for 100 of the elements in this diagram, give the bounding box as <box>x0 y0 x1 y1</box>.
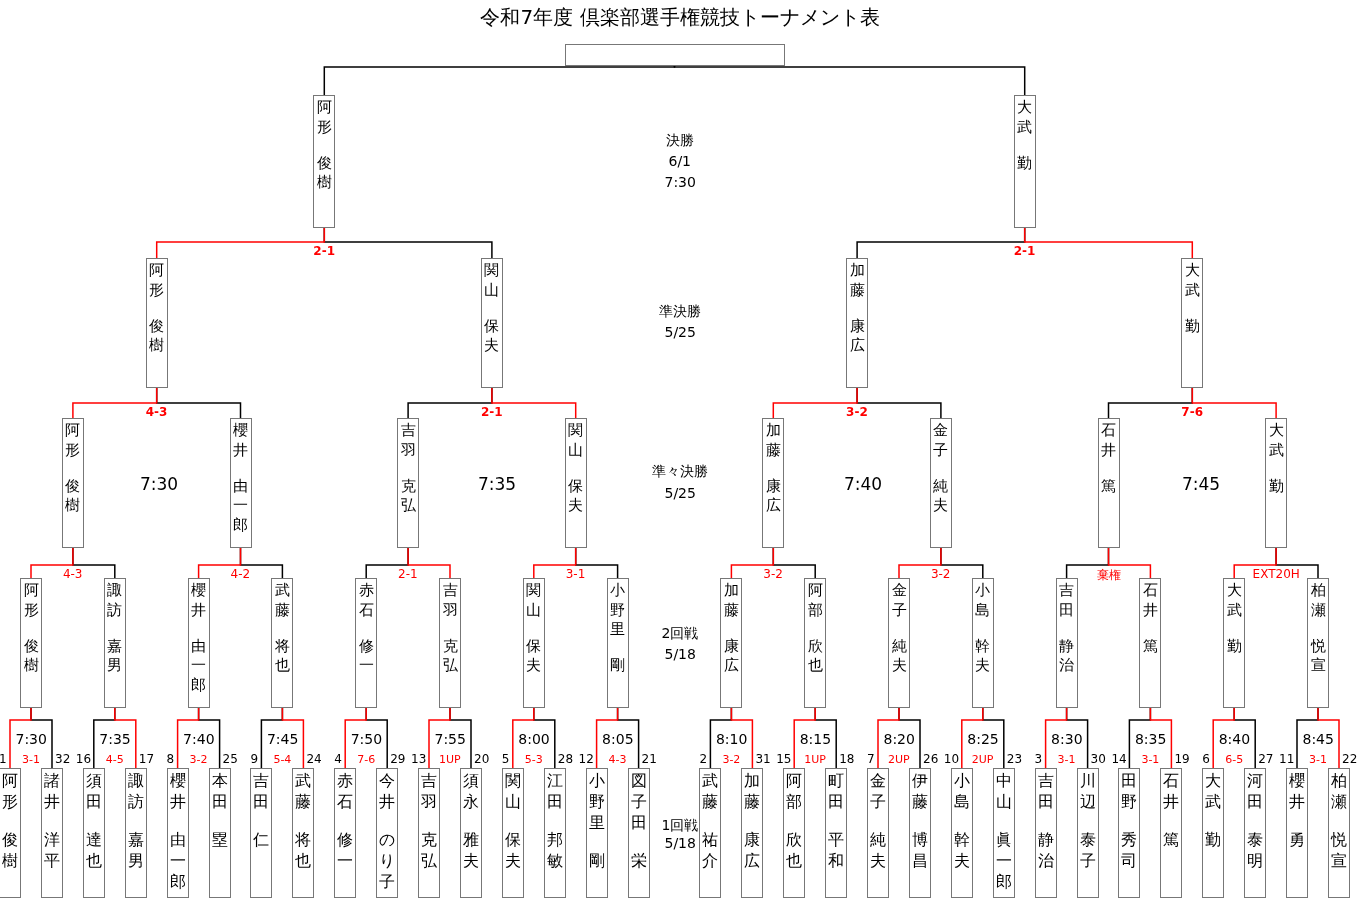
player-name-box <box>250 768 273 898</box>
bracket-line <box>1044 707 1068 769</box>
player-name-box <box>1034 768 1057 898</box>
player-name: 悦宣 <box>1310 636 1326 676</box>
player-name: 栄 <box>630 851 647 872</box>
player-name: 平和 <box>827 830 845 872</box>
score-label: 2UP <box>887 753 911 766</box>
player-name-box <box>376 768 399 898</box>
bracket-line <box>1023 227 1194 259</box>
player-name-box <box>480 258 503 388</box>
match-time: 7:35 <box>99 731 131 747</box>
player-name: 吉羽 <box>400 421 416 460</box>
player-name-box <box>585 768 608 898</box>
player-name: 大武 <box>1016 98 1033 137</box>
player-name: 仁 <box>253 830 270 851</box>
player-name-box <box>867 768 889 898</box>
player-name-box <box>1139 578 1162 708</box>
player-name: 克弘 <box>442 636 458 676</box>
player-name: のり子 <box>378 830 396 893</box>
score-label: 4-2 <box>229 567 252 581</box>
player-name-box <box>439 578 461 708</box>
match-date: 5/18 <box>664 835 696 851</box>
match-time: 8:10 <box>715 731 748 747</box>
score-label: 3-2 <box>762 567 784 581</box>
player-name-box <box>1076 768 1099 898</box>
player-name-box <box>145 258 168 388</box>
bracket-line <box>595 707 619 769</box>
score-label: EXT20H <box>1251 567 1301 581</box>
seed-number: 2 <box>699 752 708 766</box>
match-time: 8:25 <box>967 731 999 747</box>
player-name-box <box>355 578 378 708</box>
player-name: 純夫 <box>933 476 949 516</box>
player-name: 加藤 <box>849 261 865 300</box>
player-name: 保夫 <box>504 830 522 872</box>
player-name-box <box>166 768 189 898</box>
player-name: 小島 <box>953 771 971 813</box>
player-name: 欣也 <box>807 636 824 676</box>
match-time: 8:40 <box>1218 731 1251 747</box>
seed-number: 3 <box>1034 752 1043 766</box>
player-name: 赤石 <box>358 581 375 620</box>
bracket-line <box>9 707 32 769</box>
player-name-box <box>606 578 629 708</box>
player-name: 篤 <box>1163 830 1180 851</box>
player-name: 武藤 <box>702 771 719 813</box>
match-date: 5/25 <box>664 485 696 501</box>
player-name-box <box>1244 768 1267 898</box>
round-name: 1回戦 <box>661 817 699 835</box>
player-name-box <box>397 418 420 548</box>
player-name: 嘉男 <box>127 830 145 872</box>
player-name: 篤 <box>1142 636 1159 656</box>
score-label: 2-1 <box>1012 244 1037 258</box>
player-name-box <box>82 768 105 898</box>
match-time: 8:05 <box>602 731 634 747</box>
player-name: 洋平 <box>43 830 61 872</box>
player-name: 小野里 <box>588 771 605 834</box>
score-label: 1UP <box>438 753 462 766</box>
bracket-line <box>197 547 242 579</box>
match-time: 8:45 <box>1302 731 1334 747</box>
player-name: 中山 <box>995 771 1013 813</box>
player-name: 本田 <box>211 771 228 813</box>
player-name-box <box>501 768 524 898</box>
player-name: 幹夫 <box>953 830 971 872</box>
player-name-box <box>783 768 806 898</box>
player-name: 康広 <box>765 476 782 516</box>
player-name-box <box>1307 578 1329 708</box>
player-name: 武藤 <box>274 581 291 620</box>
player-name: 関山 <box>567 421 584 460</box>
player-name-box <box>41 768 63 898</box>
player-name: 江田 <box>546 771 564 813</box>
bracket-line <box>512 707 535 769</box>
seed-number: 24 <box>306 752 322 766</box>
player-name: 図子田 <box>630 771 647 834</box>
score-label: 棄権 <box>1095 567 1122 584</box>
player-name: 吉田 <box>253 771 270 813</box>
score-label: 2UP <box>970 753 995 766</box>
player-name-box <box>1160 768 1183 898</box>
player-name: 柏瀬 <box>1330 771 1348 813</box>
match-date: 5/25 <box>664 324 696 340</box>
score-label: 3-1 <box>1140 753 1161 766</box>
player-name: 修一 <box>336 830 354 872</box>
player-name-box <box>564 418 587 548</box>
seed-number: 8 <box>166 752 175 766</box>
seed-number: 17 <box>138 752 155 766</box>
player-name-box <box>699 768 722 898</box>
bracket-line <box>730 707 754 769</box>
player-name-box <box>522 578 545 708</box>
player-name: 秀司 <box>1121 830 1138 872</box>
player-name: 阿部 <box>785 771 803 813</box>
player-name-box <box>1118 768 1141 898</box>
player-name: 櫻井 <box>1288 771 1306 813</box>
seed-number: 5 <box>501 752 510 766</box>
player-name: 須永 <box>462 771 480 813</box>
bracket-line <box>30 547 74 579</box>
player-name: 金子 <box>891 581 907 620</box>
player-name: 克弘 <box>420 830 438 872</box>
player-name: 石井 <box>1163 771 1180 813</box>
player-name: 大武 <box>1268 421 1284 460</box>
player-name-box <box>292 768 315 898</box>
bracket-line <box>1212 707 1235 769</box>
player-name-box <box>124 768 147 898</box>
